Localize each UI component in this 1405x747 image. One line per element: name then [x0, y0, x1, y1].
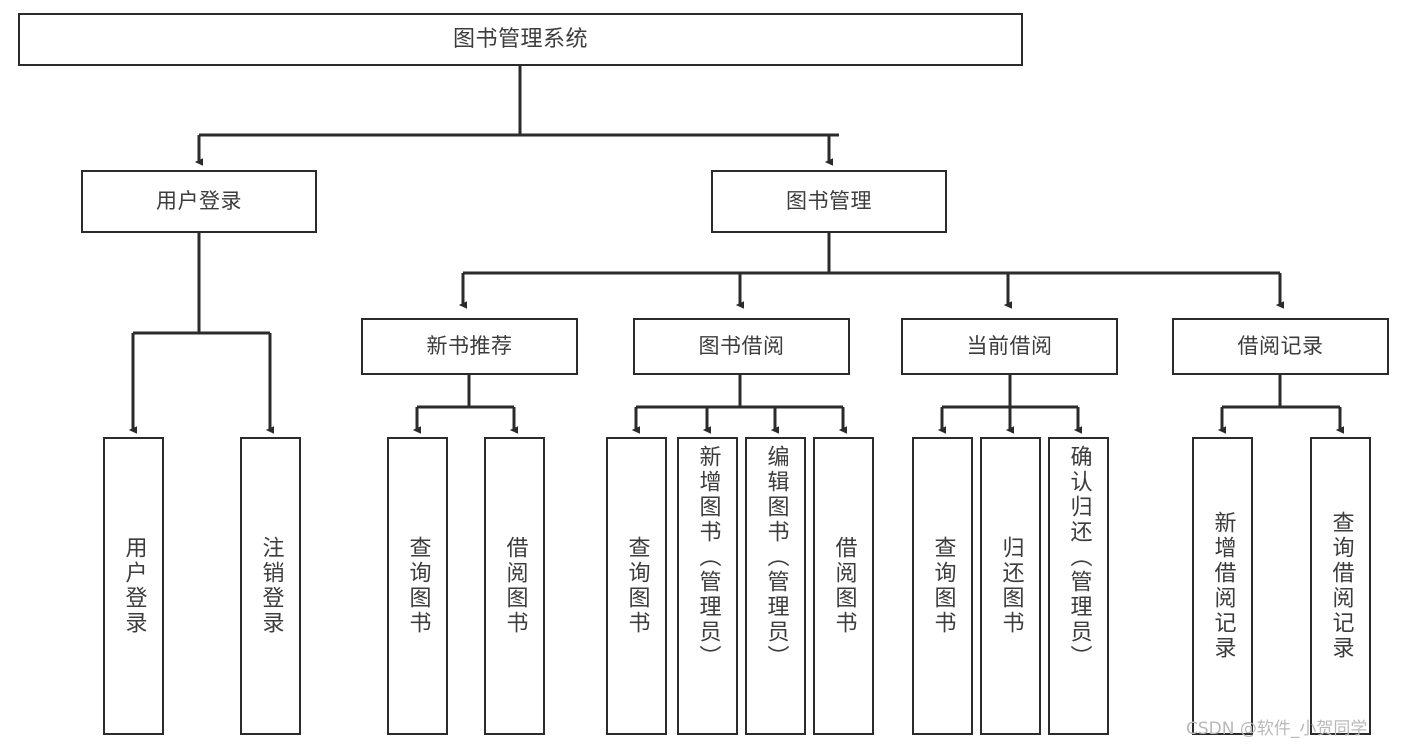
- node-label: 编辑图书（管理员）: [763, 445, 789, 670]
- watermark: CSDN @软件_小贺同学: [1186, 719, 1368, 739]
- node-label: 用户登录: [156, 189, 242, 214]
- node-label: 图书管理系统: [452, 26, 588, 52]
- node-label: 新书推荐: [426, 334, 513, 359]
- node-label: 查询图书: [624, 536, 650, 636]
- leaf-query-borrow-record[interactable]: 查询借阅记录: [1310, 437, 1371, 735]
- node-label: 借阅记录: [1237, 334, 1324, 359]
- node-label: 借阅图书: [831, 536, 857, 636]
- node-new-book-recommend[interactable]: 新书推荐: [361, 318, 578, 375]
- leaf-return-book[interactable]: 归还图书: [980, 437, 1041, 735]
- leaf-query-book-recommend[interactable]: 查询图书: [387, 437, 448, 735]
- node-current-borrow[interactable]: 当前借阅: [901, 318, 1118, 375]
- node-label: 图书管理: [786, 189, 872, 214]
- node-root-book-management-system[interactable]: 图书管理系统: [18, 13, 1023, 66]
- node-book-borrow[interactable]: 图书借阅: [633, 318, 850, 375]
- leaf-borrow-book-recommend[interactable]: 借阅图书: [484, 437, 545, 735]
- leaf-query-book-borrow[interactable]: 查询图书: [606, 437, 667, 735]
- leaf-user-login[interactable]: 用户登录: [103, 437, 164, 735]
- node-label: 注销登录: [258, 536, 284, 636]
- leaf-query-book-current[interactable]: 查询图书: [912, 437, 973, 735]
- leaf-add-borrow-record[interactable]: 新增借阅记录: [1192, 437, 1253, 735]
- node-label: 借阅图书: [502, 536, 528, 636]
- leaf-borrow-book[interactable]: 借阅图书: [813, 437, 874, 735]
- node-user-login[interactable]: 用户登录: [81, 170, 317, 233]
- node-label: 查询图书: [930, 536, 956, 636]
- node-label: 查询借阅记录: [1328, 511, 1354, 661]
- node-label: 当前借阅: [966, 334, 1053, 359]
- node-label: 查询图书: [405, 536, 431, 636]
- leaf-edit-book[interactable]: 编辑图书（管理员）: [745, 437, 806, 735]
- node-label: 归还图书: [998, 536, 1024, 636]
- node-label: 新增图书（管理员）: [695, 445, 721, 670]
- node-label: 图书借阅: [698, 334, 785, 359]
- node-book-management[interactable]: 图书管理: [711, 170, 947, 233]
- node-label: 用户登录: [121, 536, 147, 636]
- node-label: 新增借阅记录: [1210, 511, 1236, 661]
- node-borrow-record[interactable]: 借阅记录: [1172, 318, 1389, 375]
- leaf-confirm-return[interactable]: 确认归还（管理员）: [1048, 437, 1109, 735]
- leaf-logout-login[interactable]: 注销登录: [240, 437, 301, 735]
- node-label: 确认归还（管理员）: [1066, 445, 1092, 670]
- leaf-add-book[interactable]: 新增图书（管理员）: [677, 437, 738, 735]
